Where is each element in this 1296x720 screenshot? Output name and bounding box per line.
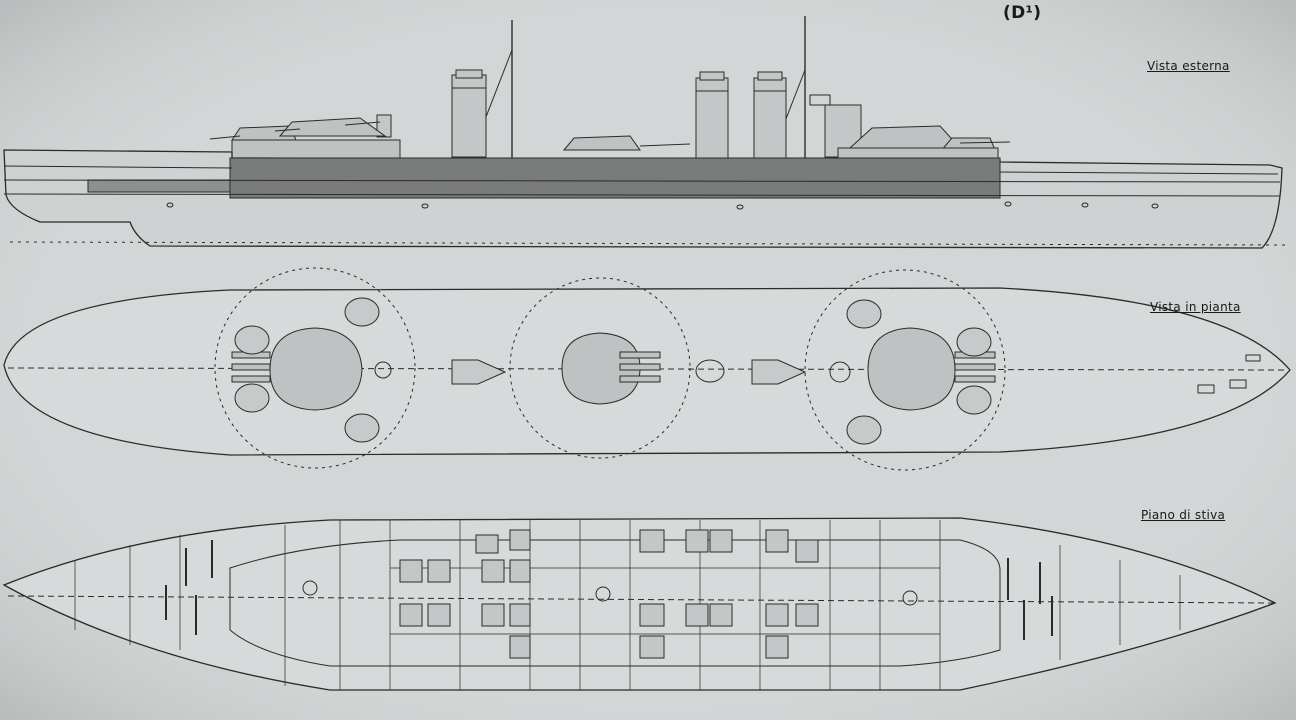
- secondary-turrets: [234, 297, 992, 445]
- exterior-view: [3, 16, 1291, 249]
- plan-view: [3, 267, 1291, 471]
- sheet-code: (D¹): [1003, 3, 1042, 23]
- main-turrets: [209, 117, 1011, 153]
- magazine-racks: [165, 540, 1053, 640]
- hold-plan-label: Piano di stiva: [1141, 508, 1226, 522]
- plan-turrets: [231, 327, 996, 411]
- machinery-blocks: [399, 529, 819, 659]
- exterior-view-label: Vista esterna: [1147, 59, 1230, 73]
- funnels: [451, 69, 787, 159]
- armour-belt: [229, 157, 1001, 199]
- plan-view-label: Vista in pianta: [1150, 300, 1241, 314]
- portholes: [166, 201, 1159, 210]
- hold-plan: [2, 517, 1277, 691]
- deck-outline: [3, 287, 1291, 456]
